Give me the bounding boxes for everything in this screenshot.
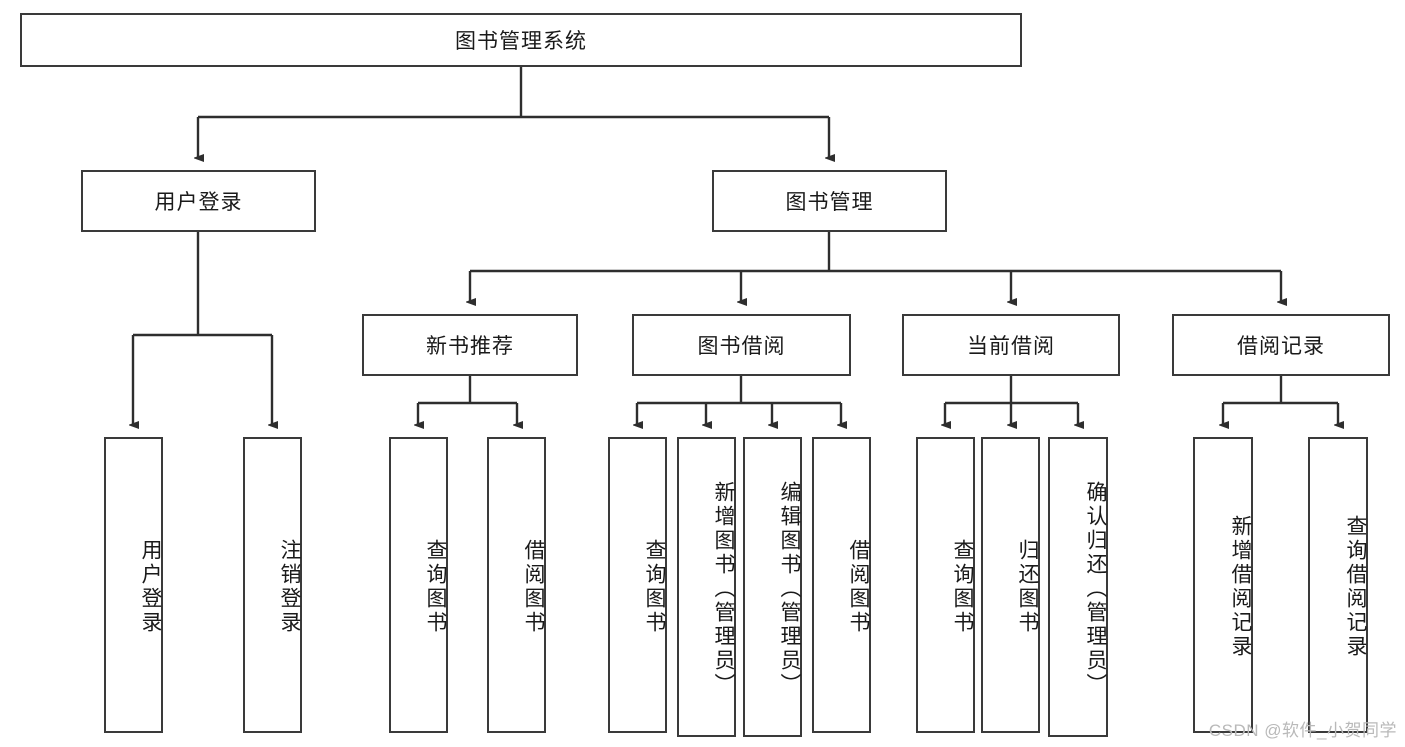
node-label: 新增借阅记录 <box>1229 515 1252 659</box>
node-borrow-record[interactable]: 借阅记录 <box>1172 314 1390 376</box>
node-label: 借阅图书 <box>522 539 545 635</box>
node-label: 查询图书 <box>643 539 666 635</box>
leaf-current-borrow-return-book[interactable]: 归还图书 <box>981 437 1040 733</box>
node-label: 归还图书 <box>1016 539 1039 635</box>
leaf-borrow-record-add-record[interactable]: 新增借阅记录 <box>1193 437 1253 733</box>
leaf-new-book-query-book[interactable]: 查询图书 <box>389 437 448 733</box>
leaf-book-borrow-borrow-book[interactable]: 借阅图书 <box>812 437 871 733</box>
node-label: 新书推荐 <box>426 335 514 358</box>
csdn-watermark: CSDN @软件_小贺同学 <box>1208 721 1397 740</box>
node-root-book-management-system[interactable]: 图书管理系统 <box>20 13 1022 67</box>
node-label: 图书管理系统 <box>455 30 587 53</box>
node-label: 注销登录 <box>278 539 301 635</box>
leaf-new-book-borrow-book[interactable]: 借阅图书 <box>487 437 546 733</box>
node-label: 确认归还（管理员） <box>1084 481 1107 697</box>
node-label: 当前借阅 <box>967 335 1055 358</box>
leaf-user-login-logout[interactable]: 注销登录 <box>243 437 302 733</box>
leaf-user-login-login[interactable]: 用户登录 <box>104 437 163 733</box>
node-label: 用户登录 <box>154 191 243 214</box>
node-label: 查询借阅记录 <box>1344 515 1367 659</box>
leaf-book-borrow-query-book[interactable]: 查询图书 <box>608 437 667 733</box>
node-new-book-recommend[interactable]: 新书推荐 <box>362 314 578 376</box>
leaf-current-borrow-confirm-return-admin[interactable]: 确认归还（管理员） <box>1048 437 1108 737</box>
node-label: 图书借阅 <box>697 335 786 358</box>
node-label: 新增图书（管理员） <box>712 481 735 697</box>
node-label: 用户登录 <box>139 539 162 635</box>
node-label: 借阅记录 <box>1237 335 1325 358</box>
node-book-management[interactable]: 图书管理 <box>712 170 947 232</box>
node-label: 查询图书 <box>951 539 974 635</box>
node-book-borrow[interactable]: 图书借阅 <box>632 314 851 376</box>
node-label: 借阅图书 <box>847 539 870 635</box>
leaf-borrow-record-query-record[interactable]: 查询借阅记录 <box>1308 437 1368 733</box>
node-user-login[interactable]: 用户登录 <box>81 170 316 232</box>
node-label: 编辑图书（管理员） <box>778 481 801 697</box>
leaf-book-borrow-add-book-admin[interactable]: 新增图书（管理员） <box>677 437 736 737</box>
node-current-borrow[interactable]: 当前借阅 <box>902 314 1120 376</box>
node-label: 查询图书 <box>424 539 447 635</box>
leaf-current-borrow-query-book[interactable]: 查询图书 <box>916 437 975 733</box>
leaf-book-borrow-edit-book-admin[interactable]: 编辑图书（管理员） <box>743 437 802 737</box>
node-label: 图书管理 <box>785 191 874 214</box>
